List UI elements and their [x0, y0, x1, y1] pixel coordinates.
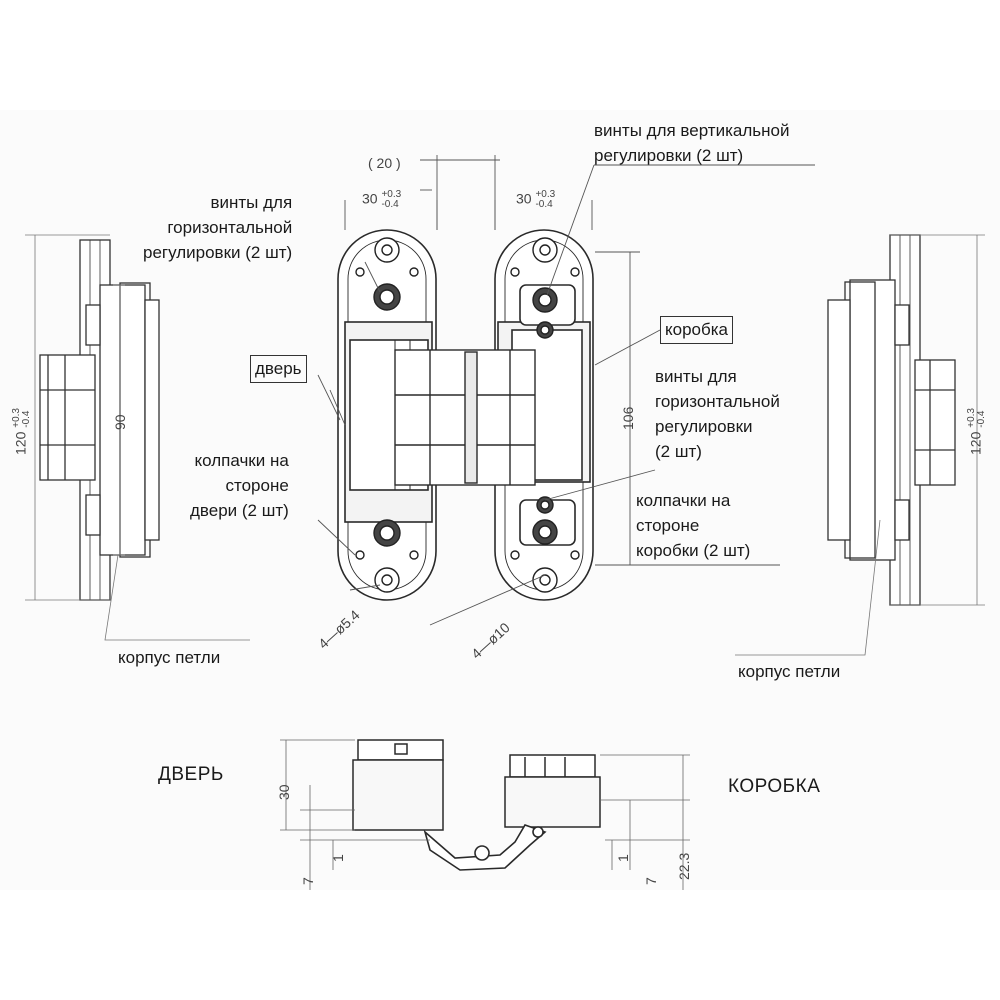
dim-left-30: 30 +0.3-0.4	[362, 190, 401, 210]
bottom-arm	[423, 824, 547, 871]
label-line: колпачки на	[194, 451, 289, 470]
dim-side-7-right: 7	[643, 877, 659, 885]
left-leaf-holes	[355, 237, 419, 593]
hinge-knuckle	[394, 349, 536, 486]
bottom-frame-part	[504, 754, 601, 828]
tol-minus: -0.4	[535, 199, 553, 210]
tol-plus: +0.3	[535, 189, 556, 200]
dim-tolerance: +0.3-0.4	[966, 408, 987, 428]
label-frame-caps: КОРОБКА	[728, 776, 821, 797]
dim-value: 30	[362, 190, 378, 207]
label-line: коробки (2 шт)	[636, 541, 751, 560]
dim-width-20: ( 20 )	[368, 155, 401, 171]
dim-height-90: 90	[112, 414, 128, 430]
dim-height-120-left: 120 +0.3-0.4	[11, 408, 32, 455]
dim-side-30: 30	[276, 784, 292, 800]
dim-side-1-right: 1	[615, 854, 631, 862]
label-line: регулировки (2 шт)	[143, 243, 293, 262]
tol-minus: -0.4	[21, 410, 32, 428]
dim-side-22-3: 22.3	[676, 852, 692, 880]
label-housing-left: корпус петли	[118, 648, 221, 667]
dim-tolerance: +0.3-0.4	[381, 190, 401, 210]
label-line: колпачки на	[636, 491, 731, 510]
label-door: дверь	[250, 355, 307, 383]
label-line: (2 шт)	[655, 442, 702, 461]
label-line: винты для	[210, 193, 293, 212]
tol-minus: -0.4	[381, 199, 399, 210]
dim-height-120-right: 120 +0.3-0.4	[966, 408, 987, 455]
label-line: двери (2 шт)	[190, 501, 289, 520]
dim-side-1-left: 1	[330, 854, 346, 862]
dim-value: 120	[967, 431, 984, 455]
tol-plus: +0.3	[381, 189, 402, 200]
tol-minus: -0.4	[976, 410, 987, 428]
right-side-view	[827, 234, 956, 606]
dim-height-106: 106	[620, 406, 636, 430]
dim-value: 30	[516, 190, 532, 207]
label-frame: коробка	[660, 316, 733, 344]
label-vertical-screws: винты для вертикальной регулировки (2 шт…	[594, 118, 789, 168]
label-line: регулировки (2 шт)	[594, 146, 744, 165]
bottom-door-part	[352, 739, 444, 831]
dim-tolerance: +0.3-0.4	[535, 190, 555, 210]
label-line: регулировки	[655, 417, 753, 436]
dim-right-30: 30 +0.3-0.4	[516, 190, 555, 210]
label-line: горизонтальной	[167, 218, 293, 237]
label-caps-frame: колпачки на стороне коробки (2 шт)	[636, 488, 750, 563]
label-horizontal-screws-right: винты для горизонтальной регулировки (2 …	[655, 364, 780, 464]
dim-value: 120	[12, 431, 29, 455]
label-line: винты для вертикальной	[594, 121, 790, 140]
label-line: стороне	[636, 516, 700, 535]
dim-tolerance: +0.3-0.4	[11, 408, 32, 428]
label-caps-door: колпачки на стороне двери (2 шт)	[190, 448, 289, 523]
label-horizontal-screws-left: винты для горизонтальной регулировки (2 …	[143, 190, 292, 265]
label-line: стороне	[225, 476, 289, 495]
label-housing-right: корпус петли	[738, 662, 841, 681]
label-line: горизонтальной	[655, 392, 780, 411]
dim-side-7-left: 7	[300, 877, 316, 885]
label-door-caps: ДВЕРЬ	[158, 764, 224, 785]
right-leaf-holes	[510, 237, 580, 593]
label-line: винты для	[655, 367, 737, 386]
